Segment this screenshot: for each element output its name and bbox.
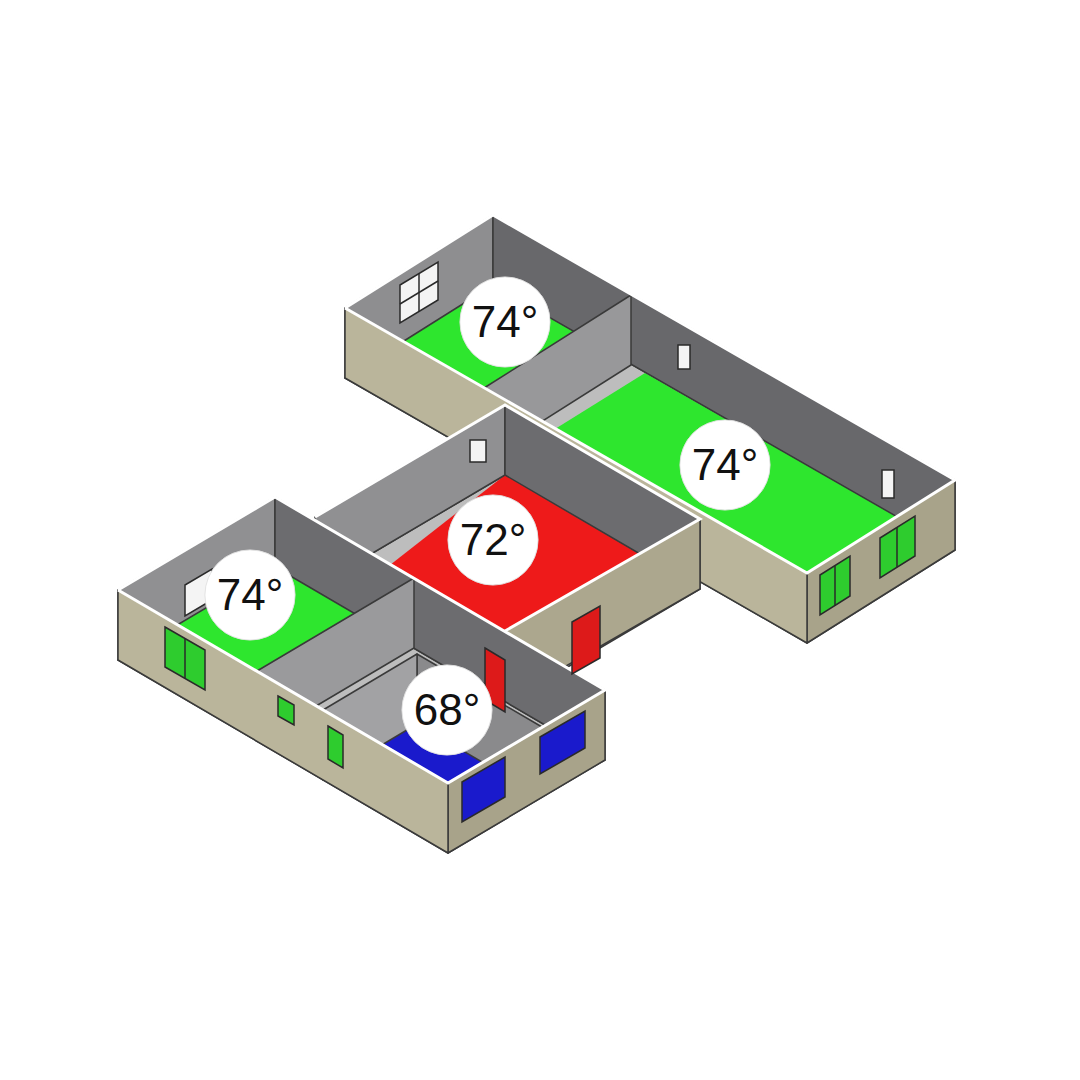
temperature-value: 74° [472, 298, 539, 346]
temperature-badge: 68° [401, 664, 493, 756]
temperature-value: 68° [414, 686, 481, 734]
temperature-badge: 74° [679, 419, 771, 511]
temperature-badge: 72° [447, 494, 539, 586]
temperature-value: 74° [217, 571, 284, 619]
temperature-badge: 74° [204, 549, 296, 641]
temperature-value: 74° [692, 441, 759, 489]
temperature-value: 72° [460, 516, 527, 564]
temperature-badge: 74° [459, 276, 551, 368]
